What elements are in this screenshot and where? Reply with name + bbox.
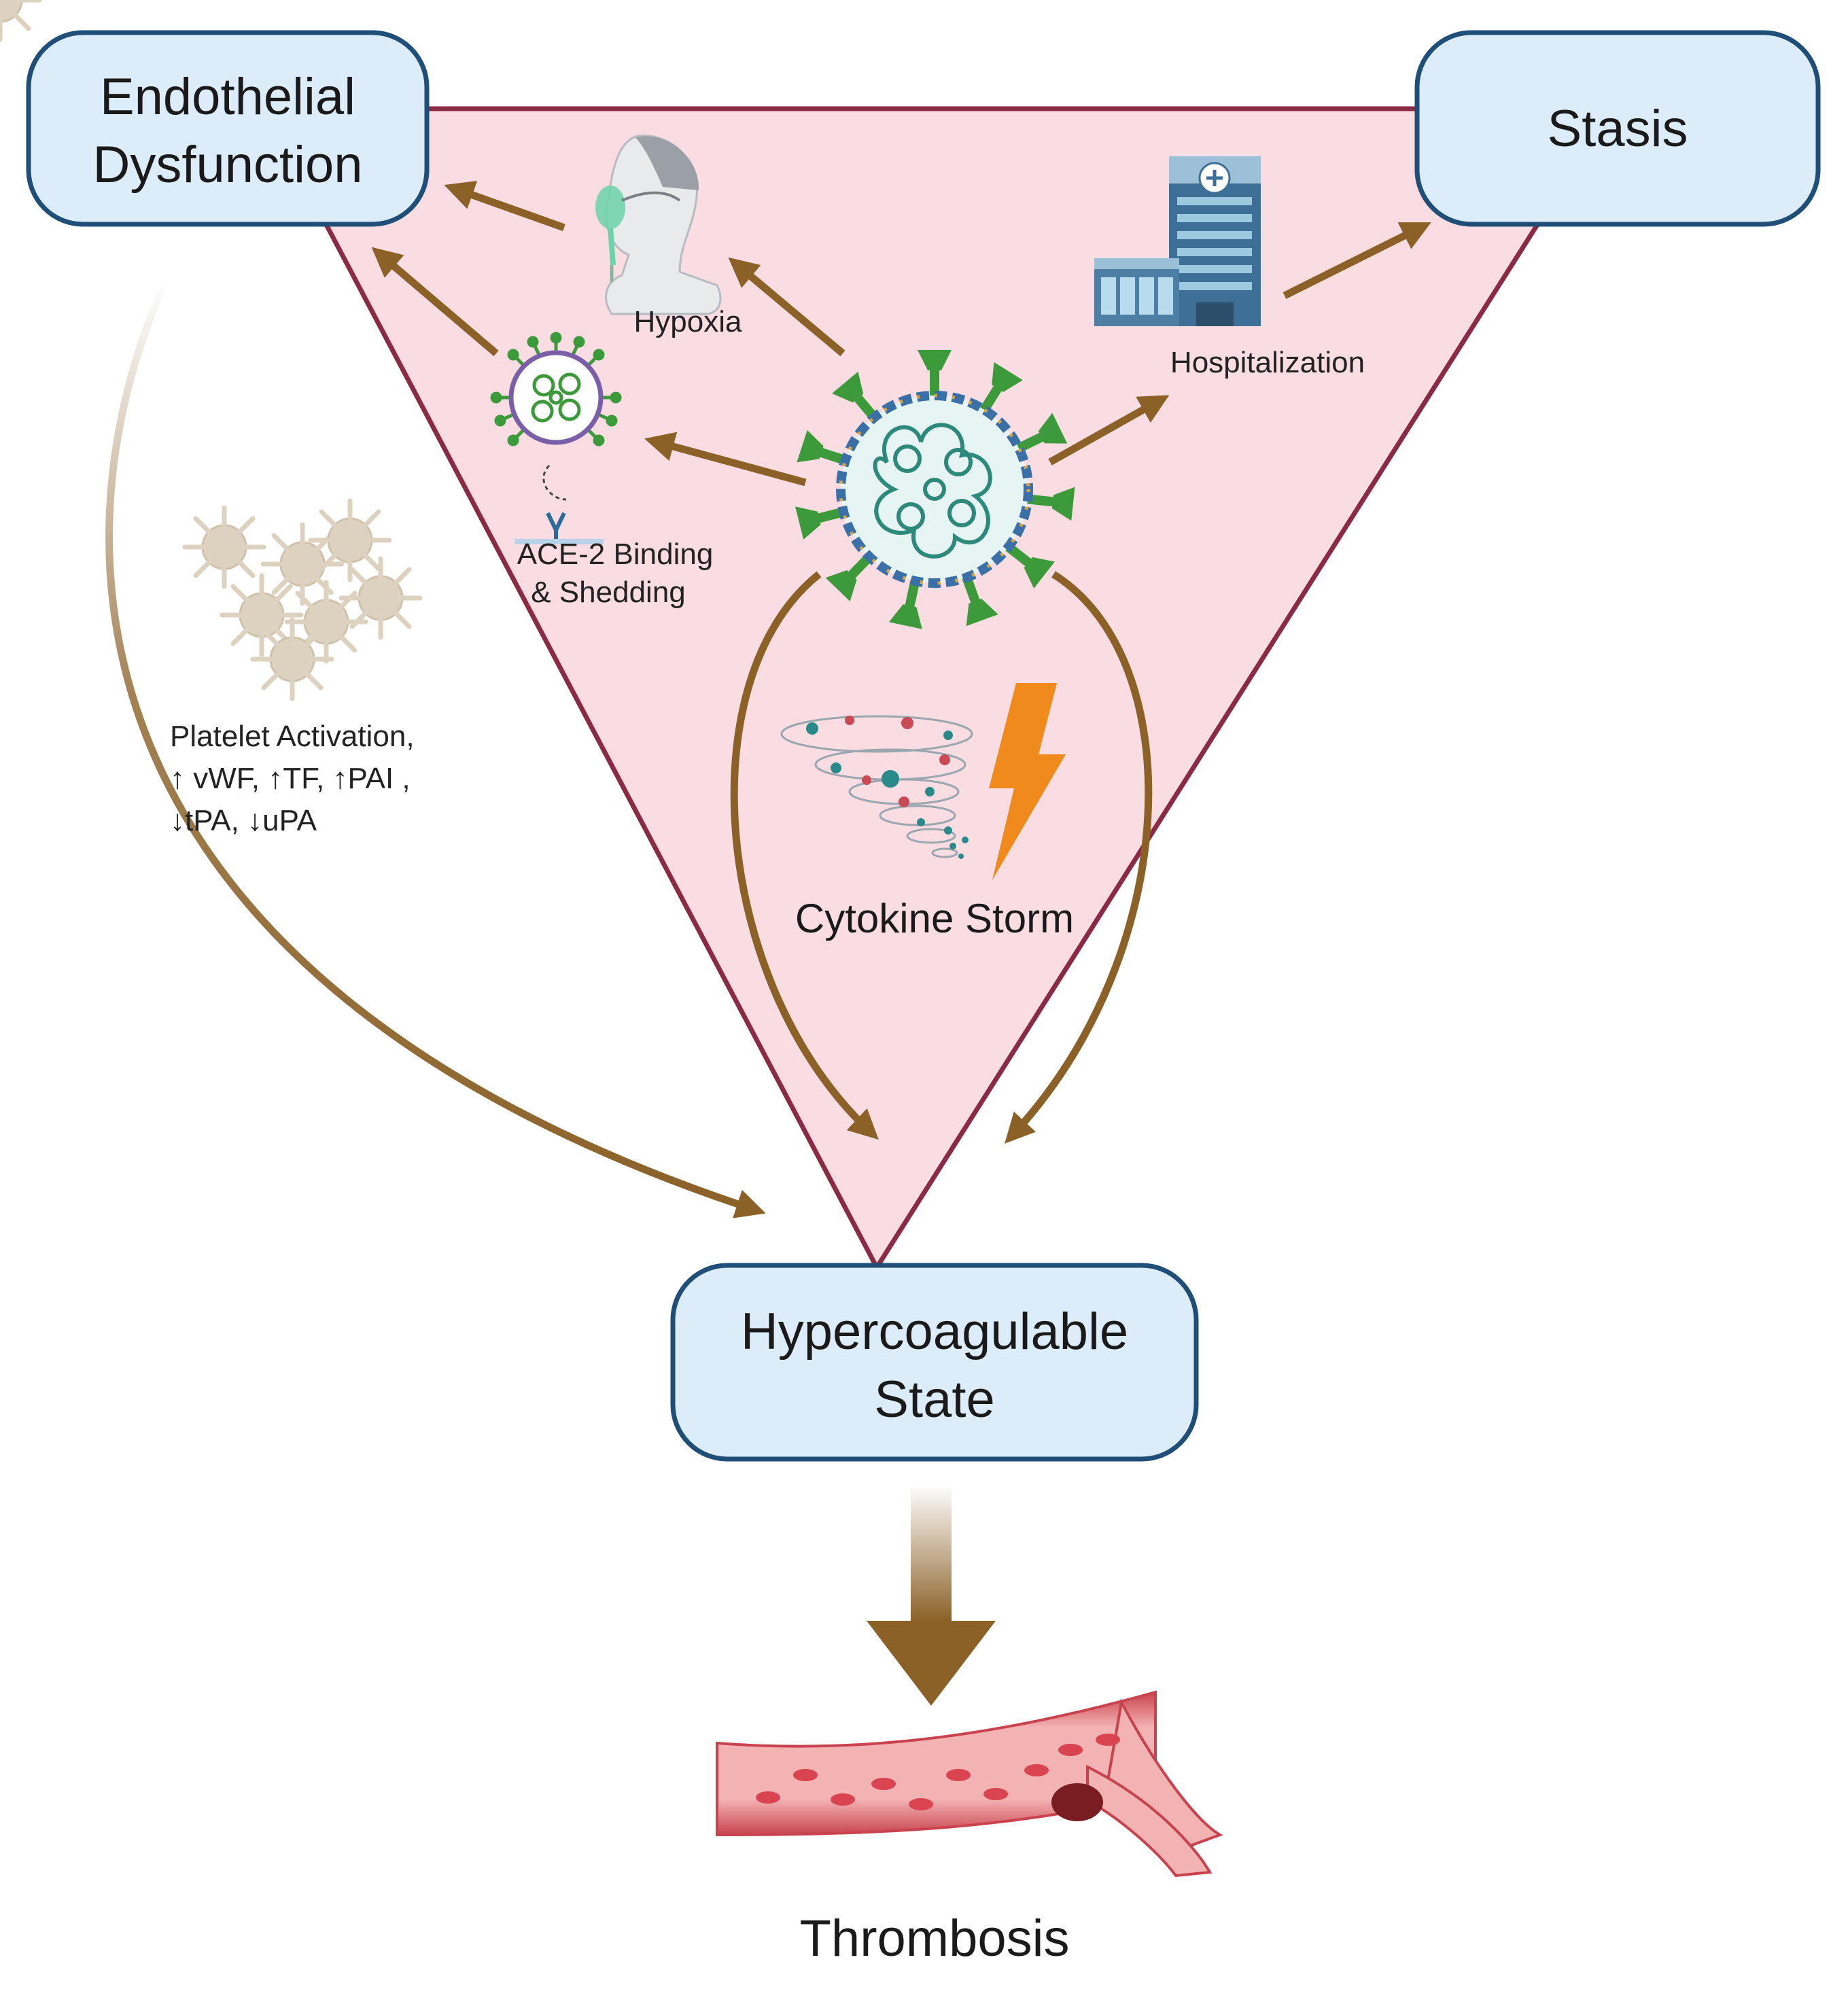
endothelial-line1: Endothelial (100, 68, 355, 126)
hypercoag-line2: State (874, 1371, 994, 1428)
cytokine-label: Cytokine Storm (795, 896, 1074, 941)
endothelial-line2: Dysfunction (92, 136, 362, 194)
virus-icon (795, 350, 1075, 629)
ace2-line1: ACE-2 Binding (517, 538, 714, 571)
platelet-line2: ↑ vWF, ↑TF, ↑PAI , (170, 762, 411, 795)
hospital-icon (1094, 156, 1261, 326)
platelet-cluster-icon (0, 0, 420, 699)
lightning-icon (989, 683, 1066, 880)
thrombosis-label: Thrombosis (800, 1910, 1070, 1967)
arrow-endothelial-to-hypercoag (105, 277, 766, 1218)
arrow-virus-to-ace2 (644, 432, 807, 487)
node-endothelial-dysfunction: Endothelial Dysfunction (26, 30, 430, 227)
node-hypercoagulable-state: Hypercoagulable State (670, 1263, 1199, 1462)
hypoxia-label: Hypoxia (634, 305, 742, 338)
cytokine-storm-icon (780, 715, 973, 859)
hypercoag-line1: Hypercoagulable (741, 1303, 1128, 1361)
blood-vessel-icon (716, 1690, 1223, 1878)
arrow-cytokine-right (1005, 571, 1153, 1144)
platelet-line3: ↓tPA, ↓uPA (170, 804, 317, 837)
arrow-ace2-to-endothelial (371, 247, 499, 357)
hospitalization-label: Hospitalization (1170, 346, 1365, 379)
arrow-hypoxia-to-endothelial (444, 181, 565, 232)
ace2-line2: & Shedding (531, 576, 686, 609)
arrow-virus-to-hospitalization (1048, 395, 1170, 466)
arrow-virus-to-hypoxia (728, 257, 845, 357)
ace2-virus-icon (490, 332, 622, 544)
triad-triangle (262, 106, 1614, 1270)
node-stasis: Stasis (1414, 30, 1821, 227)
stasis-label: Stasis (1548, 100, 1688, 158)
mask-patient-icon (595, 135, 722, 315)
arrow-hypercoag-to-thrombosis (867, 1485, 996, 1706)
platelet-line1: Platelet Activation, (170, 720, 415, 753)
arrow-hospitalization-to-stasis (1283, 222, 1431, 299)
arrow-cytokine-left (730, 571, 879, 1140)
